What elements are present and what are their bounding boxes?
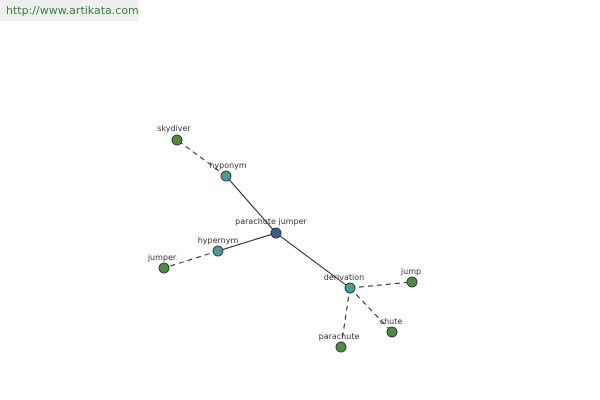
nodes-layer: parachute jumper hyponym hypernym derivatio… — [147, 124, 421, 353]
node-parachute-dot[interactable] — [335, 341, 347, 353]
node-jumper-dot[interactable] — [158, 262, 170, 274]
node-parachute-label: parachute — [319, 332, 360, 341]
node-chute-label: chute — [380, 317, 403, 326]
node-skydiver-label: skydiver — [157, 124, 191, 133]
node-jumper-label: jumper — [147, 253, 177, 262]
node-jump-label: jump — [400, 267, 421, 276]
edge-derivation-to-jump — [349, 281, 413, 289]
node-derivation-dot[interactable] — [344, 282, 356, 294]
edge-hyponym-to-skydiver — [176, 139, 227, 177]
node-derivation[interactable]: derivation — [324, 273, 364, 294]
node-hyponym-label: hyponym — [209, 161, 247, 170]
node-skydiver[interactable]: skydiver — [157, 124, 191, 146]
edge-hypernym-to-jumper — [163, 250, 219, 269]
node-jumper[interactable]: jumper — [147, 253, 177, 274]
node-parachute-jumper-dot[interactable] — [270, 227, 282, 239]
node-chute-dot[interactable] — [386, 326, 398, 338]
edge-parachute-jumper-to-derivation — [275, 232, 351, 289]
edge-derivation-to-chute — [349, 287, 393, 333]
node-hyponym-dot[interactable] — [220, 170, 232, 182]
node-derivation-label: derivation — [324, 273, 364, 282]
node-parachute[interactable]: parachute — [319, 332, 360, 353]
edge-derivation-to-parachute — [340, 287, 351, 348]
node-hypernym-label: hypernym — [198, 236, 239, 245]
node-hypernym-dot[interactable] — [212, 245, 224, 257]
node-jump-dot[interactable] — [406, 276, 418, 288]
node-chute[interactable]: chute — [380, 317, 403, 338]
edges-layer — [163, 139, 413, 348]
edge-parachute-jumper-to-hypernym — [217, 232, 277, 252]
node-hyponym[interactable]: hyponym — [209, 161, 247, 182]
node-hypernym[interactable]: hypernym — [198, 236, 239, 257]
node-jump[interactable]: jump — [400, 267, 421, 288]
source-bar: http://www.artikata.com — [0, 0, 139, 21]
source-link[interactable]: http://www.artikata.com — [6, 4, 139, 17]
node-parachute-jumper-label: parachute jumper — [235, 217, 307, 226]
node-parachute-jumper[interactable]: parachute jumper — [235, 217, 308, 239]
node-skydiver-dot[interactable] — [171, 134, 183, 146]
edge-parachute-jumper-to-hyponym — [225, 175, 277, 234]
